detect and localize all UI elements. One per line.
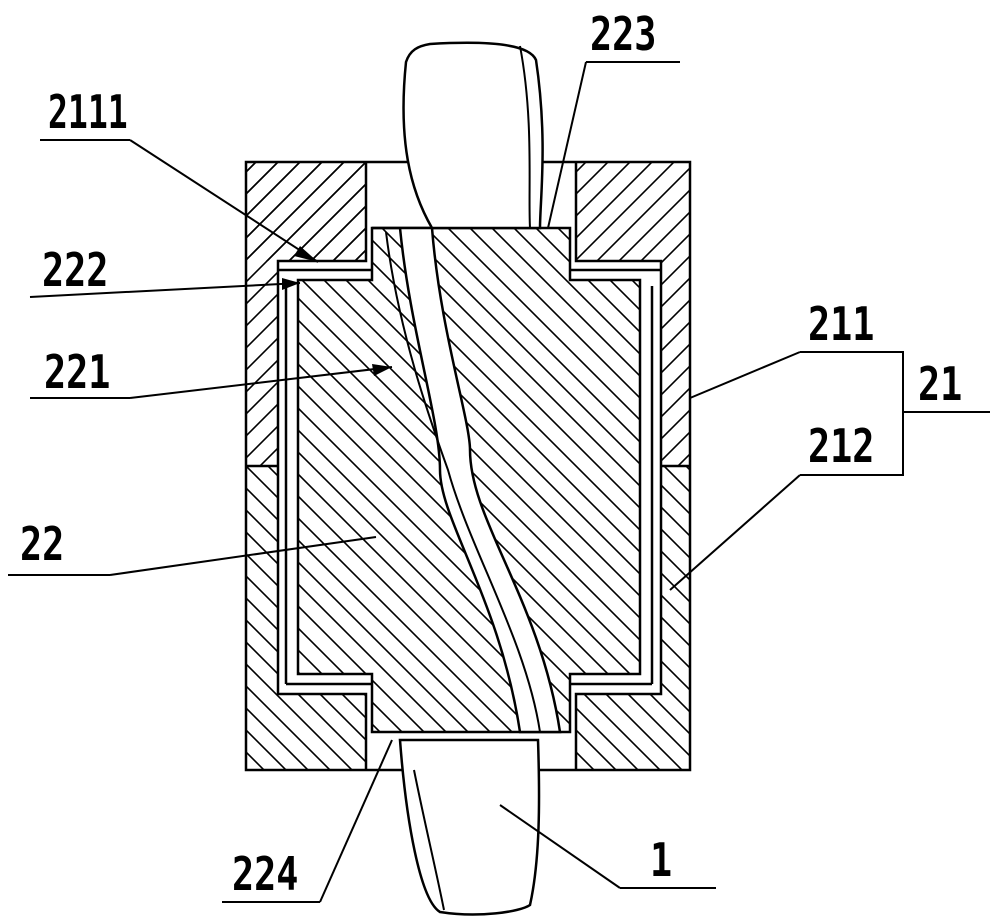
leader-lines [8, 61, 990, 903]
label-224: 224 [232, 847, 298, 901]
label-221: 221 [44, 345, 110, 399]
label-22: 22 [20, 517, 64, 571]
leader-222 [29, 282, 301, 298]
workpiece-1 [398, 41, 544, 916]
leader-2111-slope [129, 139, 319, 263]
label-223: 223 [590, 7, 656, 61]
channel-221 [372, 226, 562, 734]
label-211: 211 [808, 297, 874, 351]
label-1: 1 [650, 833, 672, 887]
label-2111: 2111 [48, 87, 128, 140]
label-212: 212 [808, 419, 874, 473]
label-222: 222 [42, 243, 108, 297]
bracket-21 [893, 351, 904, 476]
label-21: 21 [918, 357, 962, 411]
